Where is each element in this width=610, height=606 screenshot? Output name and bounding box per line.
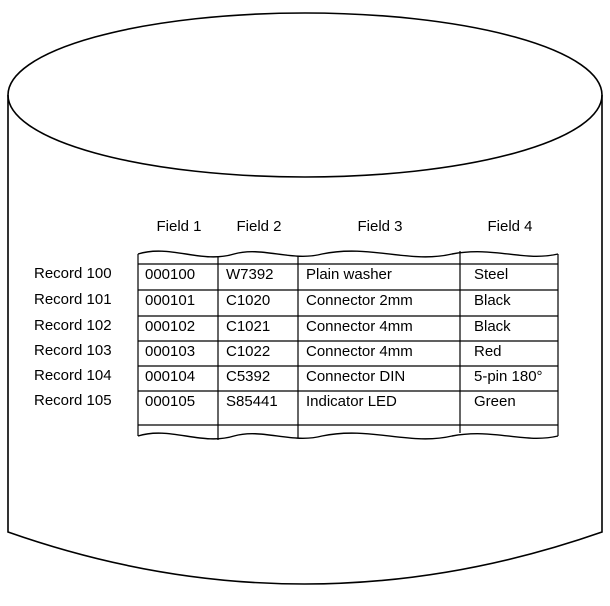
table-cell: Red (474, 343, 502, 360)
record-label: Record 102 (34, 317, 112, 334)
table-cell: 000104 (145, 368, 196, 385)
record-label: Record 104 (34, 367, 112, 384)
table-cell: S85441 (226, 393, 278, 410)
table-cell: Green (474, 393, 516, 410)
table-cell: C5392 (226, 368, 271, 385)
table-cell: Indicator LED (306, 393, 397, 410)
table-cell: C1021 (226, 318, 271, 335)
table-cell: Steel (474, 266, 509, 283)
field-2-header: Field 2 (236, 218, 282, 235)
table-cell: Connector 4mm (306, 318, 413, 335)
cylinder-body (7, 95, 603, 585)
field-4-header: Field 4 (487, 218, 533, 235)
table-row-lines (138, 263, 558, 426)
table-cell: 000100 (145, 266, 196, 283)
table-bottom-edge (137, 432, 559, 440)
table-cell: Black (474, 318, 511, 335)
table-cell: 5-pin 180° (474, 368, 543, 385)
table-cell: W7392 (226, 266, 274, 283)
table-top-edge (137, 250, 559, 258)
field-1-header: Field 1 (156, 218, 202, 235)
record-label: Record 100 (34, 265, 112, 282)
table-cell: 000102 (145, 318, 196, 335)
table-cell: 000103 (145, 343, 196, 360)
table-column-lines (137, 251, 559, 440)
table-cell: C1020 (226, 292, 271, 309)
record-label: Record 105 (34, 392, 112, 409)
table-cell: C1022 (226, 343, 271, 360)
table-cell: Connector 4mm (306, 343, 413, 360)
record-label: Record 103 (34, 342, 112, 359)
table-cell: Plain washer (306, 266, 392, 283)
record-label: Record 101 (34, 291, 112, 308)
table-cell: Connector DIN (306, 368, 406, 385)
table-cell: Black (474, 292, 511, 309)
field-3-header: Field 3 (357, 218, 403, 235)
table-cell: 000101 (145, 292, 196, 309)
cylinder-top (7, 12, 603, 178)
table-cell: Connector 2mm (306, 292, 413, 309)
table-cell: 000105 (145, 393, 196, 410)
